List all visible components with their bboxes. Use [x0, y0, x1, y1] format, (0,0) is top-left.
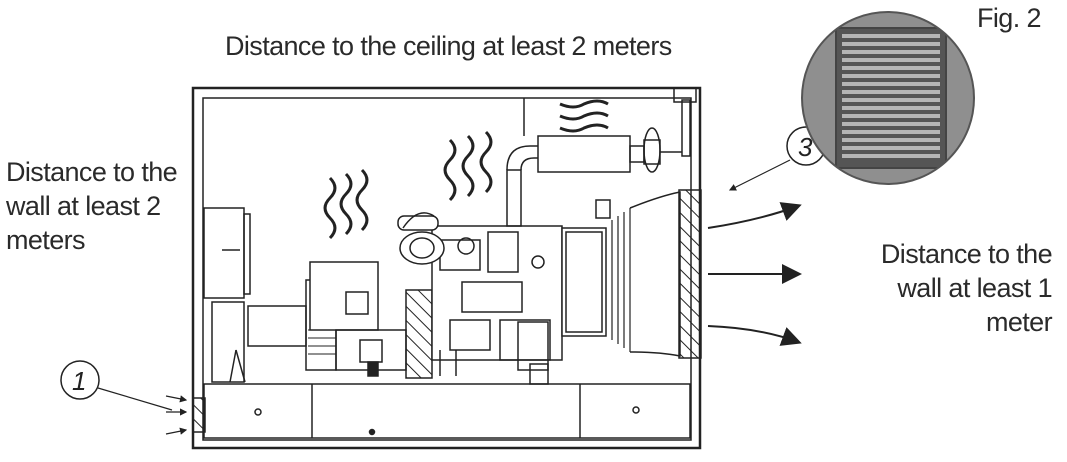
right-note-line-2: wall at least 1 [897, 272, 1052, 303]
control-panel [203, 207, 251, 383]
ceiling-distance-caption: Distance to the ceiling at least 2 meter… [225, 31, 672, 61]
heat-wave-icon [323, 99, 609, 240]
intake-arrow-icon [165, 395, 188, 435]
engine [397, 212, 563, 385]
left-note-line-3: meters [6, 224, 86, 255]
left-note-line-1: Distance to the [6, 157, 178, 187]
louver-grille-icon [801, 11, 975, 185]
right-note-line-1: Distance to the [880, 239, 1053, 269]
left-wall-distance-note: Distance to the wall at least 2 meters [6, 156, 206, 257]
exhaust-silencer [506, 87, 697, 227]
figure-label: Fig. 2 [977, 3, 1042, 33]
svg-text:3: 3 [798, 132, 813, 162]
base-frame [192, 383, 691, 439]
right-wall-distance-note: Distance to the wall at least 1 meter [862, 238, 1053, 339]
radiator [561, 189, 702, 359]
left-note-line-2: wall at least 2 [6, 190, 161, 221]
right-note-line-3: meter [985, 306, 1053, 337]
svg-text:1: 1 [72, 366, 86, 396]
alternator [247, 261, 407, 377]
callout-1: 1 [60, 360, 173, 411]
airflow-arrow-icon [707, 202, 802, 346]
